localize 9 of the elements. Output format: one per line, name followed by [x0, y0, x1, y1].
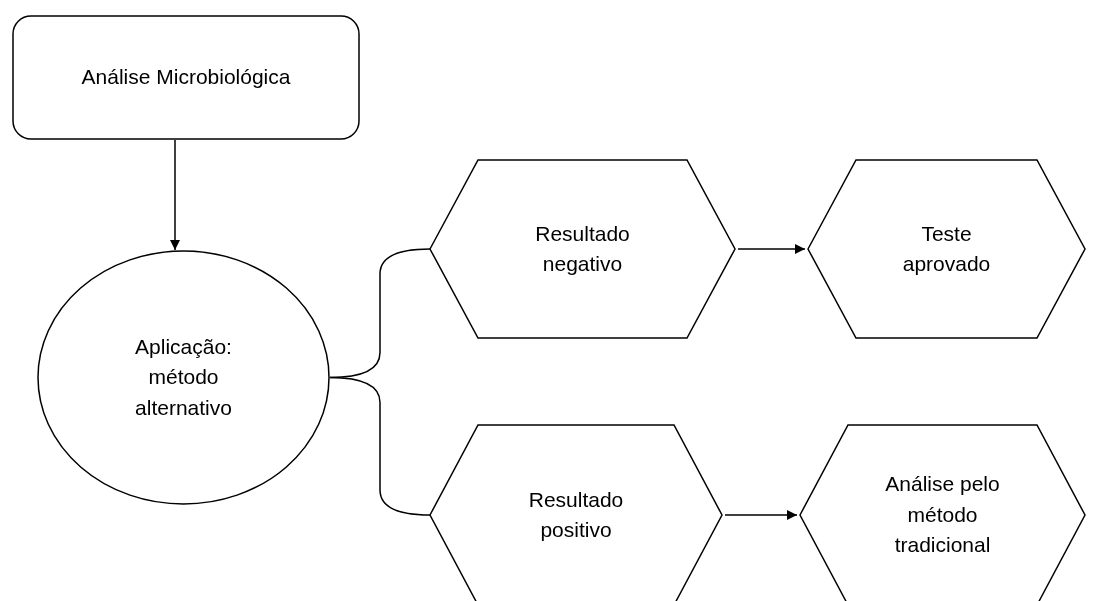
- node-label: Análise Microbiológica: [81, 64, 291, 91]
- connector-arrow: [724, 510, 798, 520]
- connector-arrow: [170, 139, 180, 251]
- node-label: Resultado negativo: [534, 220, 631, 277]
- node-label: Teste aprovado: [901, 220, 992, 277]
- node-label: Resultado positivo: [527, 486, 625, 543]
- connector-arrow: [737, 244, 806, 254]
- node-label: Análise pelo método tradicional: [884, 471, 1001, 559]
- node-label: Aplicação: método alternativo: [134, 333, 233, 421]
